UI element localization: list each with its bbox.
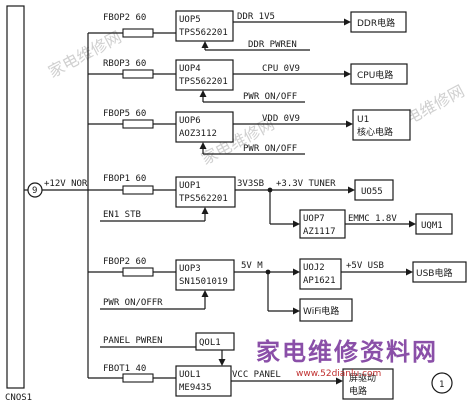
signal-vcc-panel: VCC PANEL: [232, 370, 281, 380]
ic-uol1: [175, 365, 232, 397]
fuse-1-label: FBOP2 60: [103, 13, 146, 23]
output-screen-line2: 电路: [349, 385, 367, 397]
ic-uop5-part: TPS562201: [179, 28, 228, 38]
signal-pwr-on-off-1: PWR ON/OFF: [243, 92, 297, 102]
output-screen-line1: 屏驱动: [349, 373, 376, 384]
figure-number-circle: [431, 372, 453, 394]
signal-pwr-on-offr: PWR ON/OFFR: [103, 298, 163, 308]
ic-uol1-name: UOL1: [179, 370, 201, 380]
fuse-4: [122, 185, 154, 195]
output-uqm1-label: UQM1: [421, 221, 443, 231]
fuse-3: [122, 119, 154, 129]
fuse-4-label: FBOP1 60: [103, 174, 146, 184]
signal-panel-pwren: PANEL PWREN: [103, 336, 163, 346]
ic-uop1-part: TPS562201: [179, 194, 228, 204]
ic-uop5: [175, 10, 234, 42]
output-ddr-label: DDR电路: [357, 17, 395, 29]
output-uqm1: [415, 213, 453, 235]
ic-uop5-name: UOP5: [179, 15, 201, 25]
output-wifi-circuit: [299, 298, 353, 322]
output-uo55-label: UO55: [361, 187, 383, 197]
ic-uop4-part: TPS562201: [179, 77, 228, 87]
ic-uop6-name: UOP6: [179, 116, 201, 126]
ic-uop1: [175, 176, 236, 208]
signal-vdd-0v9: VDD 0V9: [262, 114, 300, 124]
output-usb-circuit: [412, 261, 467, 283]
transistor-qol1-name: QOL1: [199, 338, 221, 348]
output-usb-label: USB电路: [416, 267, 452, 279]
fuse-5-label: FBOP2 60: [103, 257, 146, 267]
connector-cnos1: [6, 5, 25, 389]
ic-uop4: [175, 59, 234, 91]
ic-uop7-name: UOP7: [303, 214, 325, 224]
signal-emmc-1v8: EMMC 1.8V: [348, 214, 397, 224]
pin-9-label: 9: [32, 186, 37, 196]
signal-3v3sb: 3V3SB: [237, 179, 264, 189]
signal-ddr-pwren: DDR PWREN: [248, 40, 297, 50]
faint-watermark-1: 家电维修网: [45, 27, 125, 81]
output-core-line1: U1: [357, 115, 369, 125]
fuse-6-label: FBOT1 40: [103, 364, 146, 374]
ic-uop3: [175, 259, 235, 291]
transistor-qol1: [195, 332, 235, 351]
signal-5v-usb: +5V USB: [346, 261, 384, 271]
watermark-url: www.52dianlu.com: [296, 369, 381, 379]
ic-uop6: [175, 111, 234, 143]
figure-number-label: 1: [439, 380, 444, 390]
ic-uop7-part: AZ1117: [303, 227, 336, 237]
output-uo55: [354, 179, 394, 201]
fuse-2-label: RBOP3 60: [103, 59, 146, 69]
ic-uop6-part: AOZ3112: [179, 129, 217, 139]
ic-uop3-part: SN1501019: [179, 277, 228, 287]
ic-uoj2-part: AP1621: [303, 276, 336, 286]
ic-uop4-name: UOP4: [179, 64, 201, 74]
ic-uop3-name: UOP3: [179, 264, 201, 274]
output-core-circuit: [352, 109, 411, 141]
fuse-1: [122, 28, 154, 38]
output-cpu-circuit: [350, 63, 408, 85]
ic-uop1-name: UOP1: [179, 181, 201, 191]
fuse-2: [122, 69, 154, 79]
signal-3v3-tuner: +3.3V TUNER: [276, 179, 336, 189]
fuse-5: [122, 267, 154, 277]
fuse-3-label: FBOP5 60: [103, 109, 146, 119]
signal-pwr-on-off-2: PWR ON/OFF: [243, 144, 297, 154]
signal-5v-m: 5V M: [241, 261, 263, 271]
connector-label: CNOS1: [5, 393, 32, 403]
ic-uol1-part: ME9435: [179, 383, 212, 393]
rail-label: +12V NOR: [44, 179, 88, 189]
signal-cpu-0v9: CPU 0V9: [262, 64, 300, 74]
signal-en1-stb: EN1 STB: [103, 210, 141, 220]
output-cpu-label: CPU电路: [357, 69, 393, 81]
output-screen-driver-circuit: [342, 368, 394, 400]
signal-ddr-1v5: DDR 1V5: [237, 12, 275, 22]
fuse-6: [122, 373, 154, 383]
ic-uoj2: [299, 258, 342, 290]
watermark-text: 家电维修资料网: [256, 337, 438, 366]
output-ddr-circuit: [350, 11, 407, 33]
output-wifi-label: WiFi电路: [303, 305, 339, 317]
ic-uoj2-name: UOJ2: [303, 263, 325, 273]
output-core-line2: 核心电路: [357, 126, 393, 138]
